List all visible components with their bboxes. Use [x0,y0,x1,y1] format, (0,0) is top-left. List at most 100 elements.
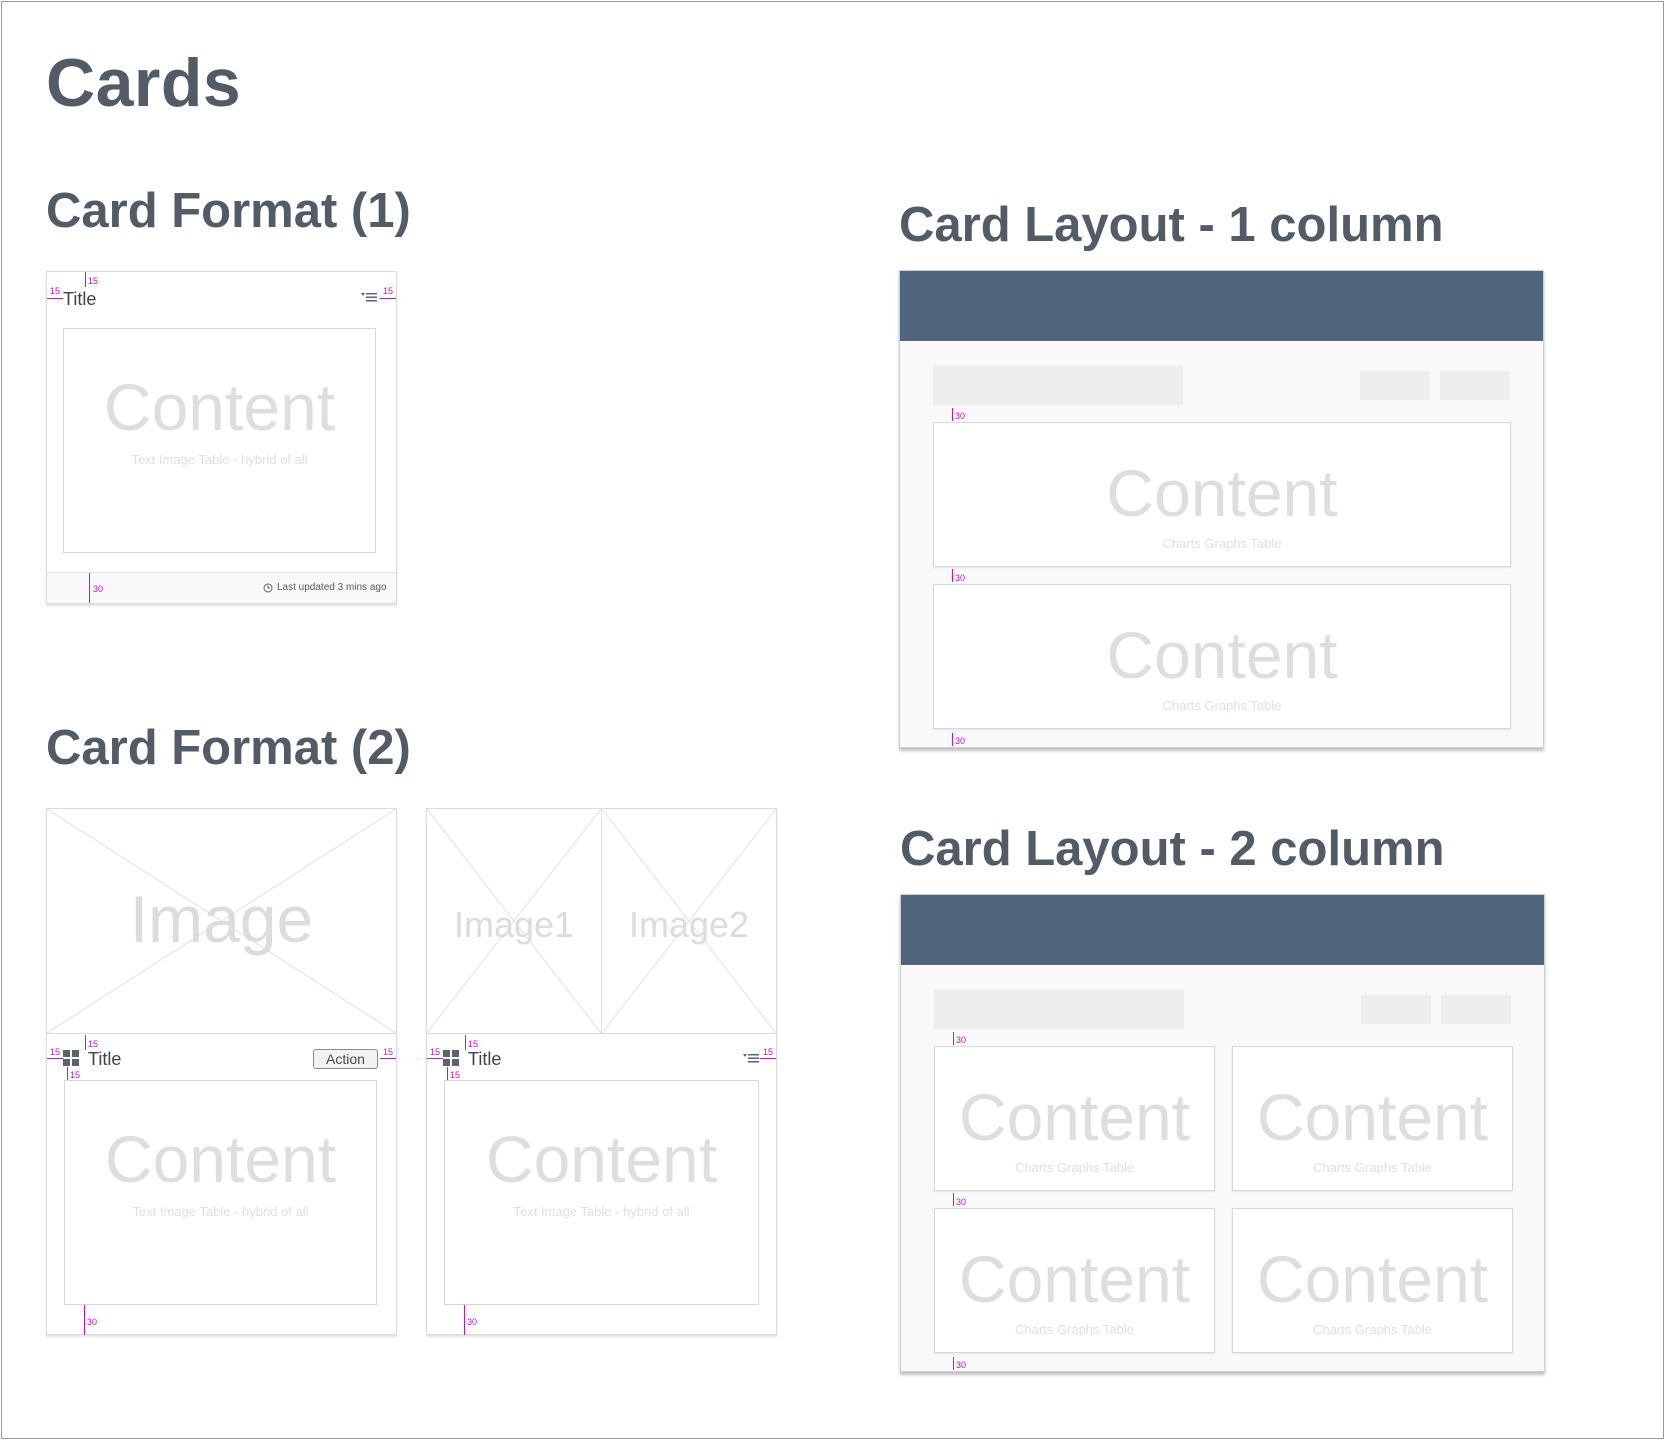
spacing-label: 15 [763,1047,774,1057]
format1-card: Title Content Text Image Table - hybrid … [46,271,397,604]
image2-placeholder: Image2 [602,809,776,1034]
page-title-placeholder [933,365,1183,405]
layout2-card: Content Charts Graphs Table [1232,1046,1513,1191]
spacing-label: 15 [430,1047,441,1057]
content-sub: Text Image Table - hybrid of all [513,1204,690,1219]
spacing-label: 15 [383,1047,394,1057]
content-label: Content [103,370,336,444]
spacing-marker [84,1305,85,1335]
grid-icon [443,1050,459,1066]
spacing-marker [760,1058,776,1059]
format2-card-image: Image Title Action Content Text Image Ta… [46,808,397,1335]
page-title: Cards [46,45,242,121]
image1-label: Image1 [453,904,575,945]
button-placeholder[interactable] [1360,371,1430,400]
spacing-marker [952,733,953,746]
spacing-label: 15 [468,1039,479,1049]
spacing-label: 30 [93,584,104,594]
content-sub: Charts Graphs Table [1015,1160,1134,1175]
header-bar [901,895,1544,965]
spacing-label: 30 [956,1035,967,1045]
spacing-label: 15 [450,1070,461,1080]
content-sub: Charts Graphs Table [1162,698,1282,713]
content-sub: Text Image Table - hybrid of all [131,452,308,467]
content-sub: Charts Graphs Table [1015,1322,1134,1337]
spacing-marker [427,1058,443,1059]
image2-label: Image2 [628,904,750,945]
spacing-marker [67,1067,68,1080]
content-label: Content [104,1122,337,1196]
layout2-panel: 30 Content Charts Graphs Table Content C… [900,894,1545,1372]
layout1-panel: 30 Content Charts Graphs Table 30 Conten… [899,270,1544,748]
filter-menu-icon[interactable] [743,1053,759,1063]
content-label: Content [958,1242,1191,1316]
spacing-label: 30 [87,1317,98,1327]
spacing-marker [953,1357,954,1370]
spacing-marker [952,408,953,421]
last-updated-text: Last updated 3 mins ago [277,582,387,593]
spacing-marker [465,1035,466,1050]
card-title: Title [63,289,97,309]
format2-heading: Card Format (2) [46,721,411,775]
spacing-label: 30 [467,1317,478,1327]
layout1-card: Content Charts Graphs Table [933,422,1511,567]
spacing-marker [952,569,953,582]
button-placeholder[interactable] [1361,995,1431,1024]
image-label: Image [129,882,314,956]
image1-placeholder: Image1 [427,809,602,1034]
image-placeholder: Image [47,809,396,1034]
layout1-heading: Card Layout - 1 column [899,198,1444,252]
spacing-label: 15 [383,286,394,296]
spacing-label: 30 [956,1197,967,1207]
spacing-marker [447,1067,448,1080]
spacing-marker [47,298,63,299]
button-placeholder[interactable] [1440,371,1510,400]
content-sub: Charts Graphs Table [1162,536,1282,551]
content-label: Content [1106,618,1338,692]
layout2-heading: Card Layout - 2 column [900,822,1445,876]
spacing-label: 30 [955,411,966,421]
spacing-marker [953,1193,954,1206]
content-label: Content [1256,1242,1489,1316]
spacing-label: 15 [88,276,99,286]
spacing-marker [464,1305,465,1335]
spacing-marker [89,573,90,603]
content-sub: Charts Graphs Table [1313,1160,1432,1175]
spacing-label: 30 [955,736,966,746]
content-area: Content Text Image Table - hybrid of all [444,1080,759,1305]
spacing-marker [47,1058,63,1059]
clock-icon [263,583,273,593]
content-label: Content [485,1122,718,1196]
layout1-card: Content Charts Graphs Table [933,584,1511,729]
grid-icon [63,1050,79,1066]
spacing-marker [380,1058,396,1059]
content-sub: Text Image Table - hybrid of all [132,1204,309,1219]
spacing-marker [953,1032,954,1045]
card-footer: Last updated 3 mins ago [47,572,396,603]
card-title: Title [88,1049,122,1069]
content-label: Content [1256,1080,1489,1154]
spacing-marker [85,272,86,287]
header-bar [900,271,1543,341]
content-area: Content Text Image Table - hybrid of all [63,328,376,553]
spacing-label: 30 [956,1360,967,1370]
format1-heading: Card Format (1) [46,184,411,238]
spacing-label: 15 [50,1047,61,1057]
content-label: Content [1106,456,1338,530]
format2-card-two-images: Image1 Image2 Title Content Text Image T… [426,808,777,1335]
filter-menu-icon[interactable] [361,292,377,302]
button-placeholder[interactable] [1441,995,1511,1024]
layout2-card: Content Charts Graphs Table [934,1046,1215,1191]
spacing-label: 15 [50,286,61,296]
content-label: Content [958,1080,1191,1154]
content-sub: Charts Graphs Table [1313,1322,1432,1337]
spacing-marker [85,1035,86,1050]
spacing-label: 30 [955,573,966,583]
layout2-card: Content Charts Graphs Table [1232,1208,1513,1353]
action-button[interactable]: Action [313,1049,378,1069]
page-title-placeholder [934,989,1184,1029]
content-area: Content Text Image Table - hybrid of all [64,1080,377,1305]
spacing-label: 15 [70,1070,81,1080]
card-title: Title [468,1049,502,1069]
